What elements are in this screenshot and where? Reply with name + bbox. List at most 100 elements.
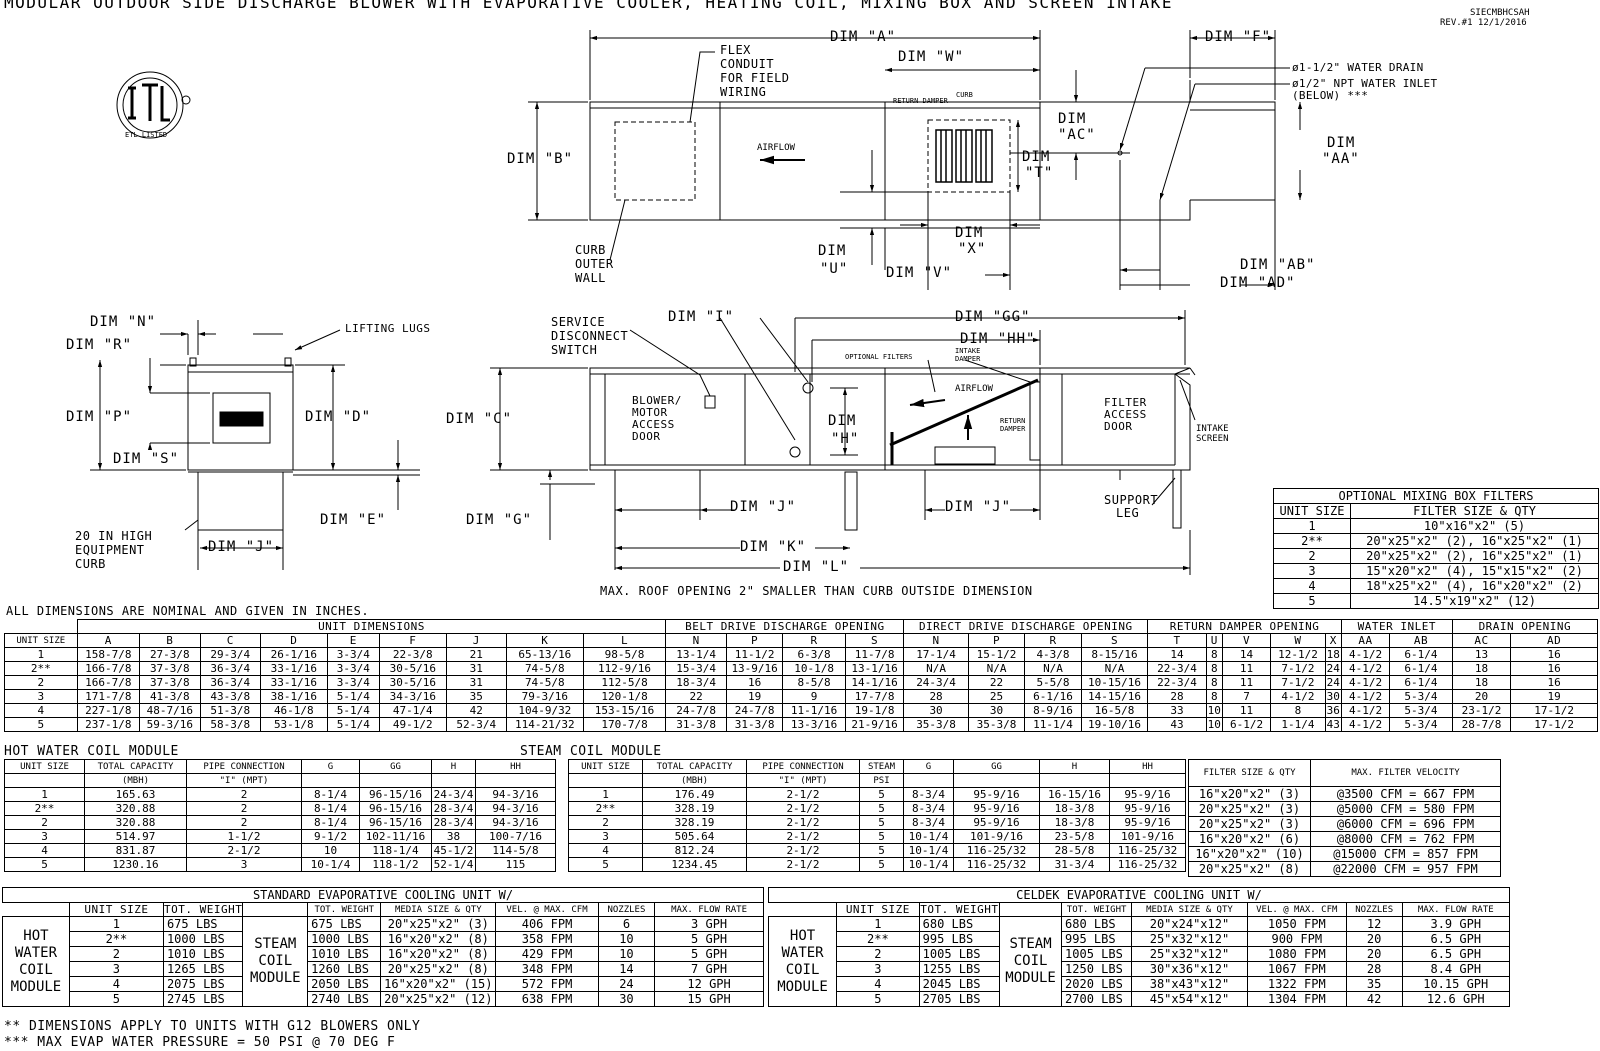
table-cell: 51-3/8	[199, 703, 262, 718]
std_evap-header: MEDIA SIZE & QTY	[380, 902, 497, 917]
table-cell: 514.97	[84, 829, 187, 844]
etl-logo-text: ETL LISTED	[125, 131, 168, 139]
dim-column-header: N	[903, 633, 969, 648]
table-cell: 2	[186, 815, 302, 830]
table-cell: 4	[4, 703, 78, 718]
steam-subheader	[903, 773, 954, 788]
table-cell: 5	[859, 843, 904, 858]
table-cell: 43	[1147, 717, 1207, 732]
table-cell: 101-9/16	[1109, 829, 1186, 844]
std_evap-header: VEL. @ MAX. CFM	[495, 902, 599, 917]
table-cell: 20"x25"x2" (8)	[1188, 861, 1311, 877]
dim-column-header: P	[967, 633, 1026, 648]
table-cell: 23-1/2	[1451, 703, 1512, 718]
table-cell: 4-1/2	[1340, 675, 1391, 690]
equipment-curb-1: 20 IN HIGH	[75, 529, 153, 543]
table-cell: 14-1/16	[844, 675, 905, 690]
intake-damper-label-1: INTAKE	[955, 347, 981, 355]
table-cell: 2	[568, 815, 643, 830]
water-drain-note: ø1-1/2" WATER DRAIN	[1292, 61, 1424, 74]
footnote-2: *** MAX EVAP WATER PRESSURE = 50 PSI @ 7…	[4, 1035, 396, 1050]
dim-i-label: DIM "I"	[668, 309, 735, 325]
table-cell: 10	[301, 843, 360, 858]
dim-group-header: RETURN DAMPER OPENING	[1147, 619, 1342, 634]
side-airflow-label: AIRFLOW	[955, 384, 993, 394]
table-cell: 58-3/8	[199, 717, 262, 732]
table-cell: 3	[1273, 563, 1351, 579]
table-cell: 5	[859, 787, 904, 802]
table-cell: 328.19	[642, 815, 747, 830]
table-cell: 95-9/16	[1109, 787, 1186, 802]
flex-conduit-note-1: FLEX	[720, 43, 751, 57]
table-cell: 1010 LBS	[162, 946, 244, 962]
table-cell: 11-1/2	[725, 647, 784, 662]
dim-s-label: DIM "S"	[113, 451, 180, 467]
table-cell: 2**	[4, 801, 85, 816]
service-disconnect-3: SWITCH	[551, 343, 598, 357]
table-cell: 812.24	[642, 843, 747, 858]
table-cell: 1067 FPM	[1246, 961, 1347, 977]
dim-l-label: DIM "L"	[783, 559, 850, 575]
table-cell: 116-25/32	[1109, 843, 1186, 858]
dim-r-label: DIM "R"	[66, 337, 133, 353]
table-cell: 33	[1147, 703, 1207, 718]
dim-group-header: DIRECT DRIVE DISCHARGE OPENING	[903, 619, 1149, 634]
dim-ad-label: DIM "AD"	[1220, 275, 1296, 291]
table-cell: 5	[4, 857, 85, 872]
table-cell: 12 GPH	[654, 976, 764, 992]
dim-column-header: J	[445, 633, 508, 648]
table-cell: 680 LBS	[918, 916, 1001, 932]
table-cell: 1050 FPM	[1246, 916, 1347, 932]
table-cell: 36-3/4	[199, 661, 262, 676]
dim-column-header: D	[260, 633, 328, 648]
table-cell: 675 LBS	[162, 916, 244, 932]
table-cell: 4-1/2	[1340, 689, 1391, 704]
table-cell: 46-1/8	[260, 703, 328, 718]
top-curb-label: CURB	[956, 91, 973, 99]
table-cell: 38-1/16	[260, 689, 328, 704]
table-cell: 1255 LBS	[918, 961, 1001, 977]
dim-column-header: K	[506, 633, 584, 648]
table-cell: 74-5/8	[506, 675, 584, 690]
dim-k-label: DIM "K"	[740, 539, 807, 555]
steam-subheader: (MBH)	[642, 773, 747, 788]
celdek-title: CELDEK EVAPORATIVE COOLING UNIT W/	[768, 887, 1510, 903]
dim-c-label: DIM "C"	[446, 411, 513, 427]
table-cell: 18-3/8	[1039, 815, 1110, 830]
celdek-header: MEDIA SIZE & QTY	[1131, 902, 1248, 917]
table-cell: 102-11/16	[359, 829, 432, 844]
table-cell: @15000 CFM = 857 FPM	[1310, 846, 1501, 862]
table-cell: 320.88	[84, 815, 187, 830]
table-cell: 328.19	[642, 801, 747, 816]
table-cell: 166-7/8	[76, 675, 141, 690]
water-inlet-note-1: ø1/2" NPT WATER INLET	[1292, 77, 1438, 90]
std_evap-header: TOT. WEIGHT	[162, 902, 244, 917]
table-cell: 1322 FPM	[1246, 976, 1347, 992]
table-cell: 4	[4, 843, 85, 858]
table-cell: 320.88	[84, 801, 187, 816]
blank-cell	[243, 903, 308, 917]
support-leg-1: SUPPORT	[1104, 493, 1159, 507]
table-cell: 30	[1324, 689, 1342, 704]
table-cell: 34-3/16	[379, 689, 447, 704]
dim-column-header: AB	[1389, 633, 1453, 648]
table-cell: 5-1/4	[326, 703, 381, 718]
table-cell: 112-9/16	[582, 661, 667, 676]
table-cell: 28-7/8	[1451, 717, 1512, 732]
table-cell: 165.63	[84, 787, 187, 802]
celdek-header: MAX. FLOW RATE	[1401, 902, 1511, 917]
table-cell: 1080 FPM	[1246, 946, 1347, 962]
table-cell: 14-15/16	[1080, 689, 1149, 704]
table-cell: 5-5/8	[1024, 675, 1082, 690]
dim-j-label-side-1: DIM "J"	[730, 499, 797, 515]
table-cell: 4	[1273, 578, 1351, 594]
table-cell: 2045 LBS	[918, 976, 1001, 992]
dim-h-label-1: DIM	[828, 413, 857, 429]
